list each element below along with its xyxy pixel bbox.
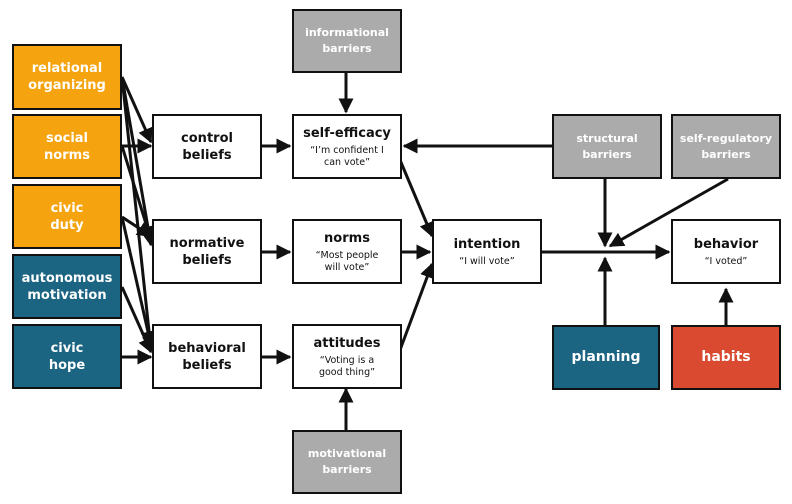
intention-quote: “I will vote” <box>459 255 515 267</box>
arrow-selfregulatory-to-path <box>608 177 729 248</box>
relational-organizing-label: relational organizing <box>28 61 106 93</box>
behavioral-beliefs-label: behavioral beliefs <box>168 340 246 373</box>
informational-barriers-box: informational barriers <box>292 9 402 73</box>
arrow-relational-to-control <box>120 76 153 144</box>
civic-duty-label: civic duty <box>50 200 84 233</box>
norms-title: norms <box>324 231 370 246</box>
control-beliefs-label: control beliefs <box>181 130 233 163</box>
civic-hope-label: civic hope <box>48 340 86 373</box>
intention-title: intention <box>453 236 521 252</box>
structural-barriers-box: structural barriers <box>552 114 662 179</box>
attitudes-box: attitudes “Voting is a good thing” <box>292 324 402 389</box>
arrow-relational-to-normative <box>120 76 157 247</box>
self-efficacy-box: self-efficacy “I’m confident I can vote” <box>292 114 402 179</box>
control-beliefs-box: control beliefs <box>152 114 262 179</box>
arrow-civicduty-to-normative <box>121 215 153 238</box>
behavior-title: behavior <box>693 236 759 252</box>
autonomous-motivation-box: autonomous motivation <box>12 254 122 319</box>
self-regulatory-barriers-box: self-regulatory barriers <box>671 114 781 179</box>
behavioral-beliefs-box: behavioral beliefs <box>152 324 262 389</box>
norms-box: norms “Most people will vote” <box>292 219 402 284</box>
autonomous-motivation-label: autonomous motivation <box>21 270 113 303</box>
informational-barriers-label: informational barriers <box>305 26 389 55</box>
arrow-attitudes-to-intention <box>398 262 435 351</box>
civic-duty-box: civic duty <box>12 184 122 249</box>
habits-label: habits <box>701 349 751 365</box>
self-efficacy-quote: “I’m confident I can vote” <box>310 145 384 168</box>
normative-beliefs-label: normative beliefs <box>169 235 245 268</box>
social-norms-label: social norms <box>44 130 90 163</box>
motivational-barriers-label: motivational barriers <box>307 447 387 476</box>
planning-label: planning <box>571 349 641 365</box>
social-norms-box: social norms <box>12 114 122 179</box>
arrow-selfefficacy-to-intention <box>398 159 434 238</box>
relational-organizing-box: relational organizing <box>12 44 122 110</box>
arrow-relational-to-behavioral <box>120 76 158 352</box>
arrow-civicduty-to-behavioral <box>120 216 156 347</box>
motivational-barriers-box: motivational barriers <box>292 430 402 494</box>
attitudes-title: attitudes <box>313 336 381 351</box>
habits-box: habits <box>671 325 781 390</box>
civic-hope-box: civic hope <box>12 324 122 389</box>
arrow-autonomous-to-behavioral <box>120 286 153 354</box>
planning-box: planning <box>552 325 660 390</box>
structural-barriers-label: structural barriers <box>576 131 638 161</box>
normative-beliefs-box: normative beliefs <box>152 219 262 284</box>
norms-quote: “Most people will vote” <box>315 250 379 273</box>
behavior-box: behavior “I voted” <box>671 219 781 284</box>
self-regulatory-barriers-label: self-regulatory barriers <box>679 131 773 161</box>
behavior-quote: “I voted” <box>704 255 748 267</box>
attitudes-quote: “Voting is a good thing” <box>318 355 376 378</box>
intention-box: intention “I will vote” <box>432 219 542 284</box>
self-efficacy-title: self-efficacy <box>303 126 391 141</box>
